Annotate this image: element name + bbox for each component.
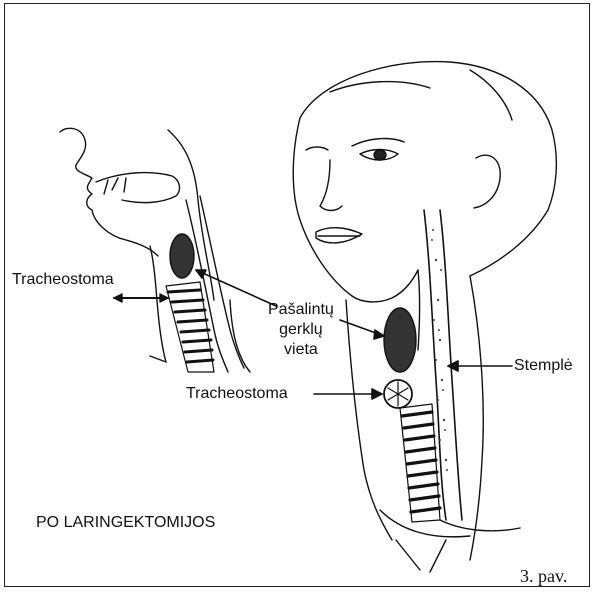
label-removed-larynx-line2: gerklų	[268, 320, 334, 340]
leader-lines	[196, 270, 512, 399]
caption-after-laryngectomy: PO LARINGEKTOMIJOS	[36, 514, 215, 532]
label-esophagus: Stemplė	[514, 357, 573, 375]
label-removed-larynx-line1: Pašalintų	[268, 300, 334, 320]
label-removed-larynx-line3: vieta	[268, 340, 334, 360]
label-removed-larynx-site: Pašalintų gerklų vieta	[268, 300, 334, 360]
left-profile-figure	[60, 128, 250, 372]
label-tracheostoma-left: Tracheostoma	[12, 271, 114, 289]
figure-number: 3. pav.	[520, 566, 567, 587]
label-tracheostoma-right: Tracheostoma	[186, 385, 288, 403]
